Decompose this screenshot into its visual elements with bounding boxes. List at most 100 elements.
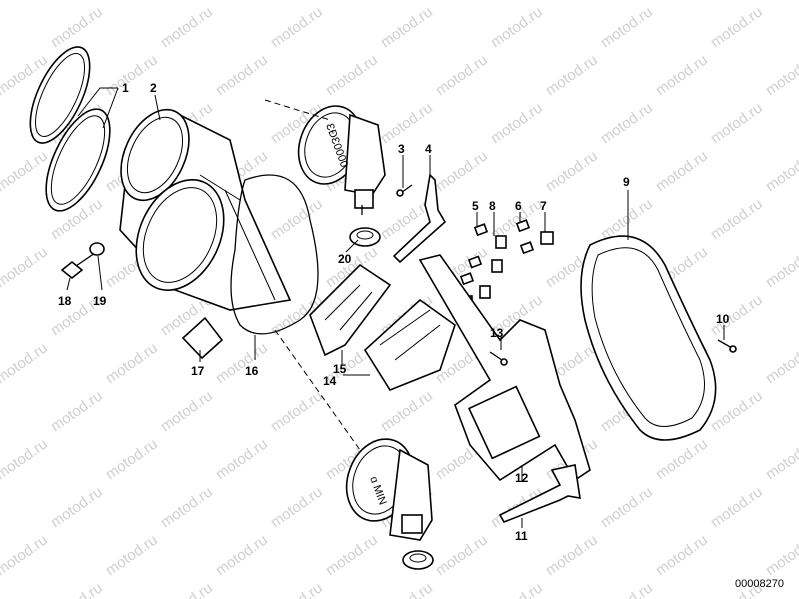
watermark-text: motod.ru: [598, 483, 656, 531]
watermark-text: motod.ru: [763, 0, 799, 3]
callout-18: 18: [58, 294, 72, 308]
callout-2: 2: [150, 81, 157, 95]
watermark-text: motod.ru: [653, 0, 711, 3]
watermark-text: motod.ru: [763, 339, 799, 387]
callout-7: 7: [540, 199, 547, 213]
leader-lines: [66, 87, 725, 528]
watermark-text: motod.ru: [653, 435, 711, 483]
watermark-text: motod.ru: [763, 531, 799, 579]
part-13-screw: [489, 351, 508, 366]
watermark-text: motod.ru: [213, 531, 271, 579]
watermark-text: motod.ru: [763, 243, 799, 291]
watermark-text: motod.ru: [213, 51, 271, 99]
callout-10: 10: [716, 312, 730, 326]
watermark-text: motod.ru: [0, 0, 51, 3]
watermark-text: motod.ru: [378, 3, 436, 51]
part-1-ring-gaskets: [29, 46, 111, 212]
watermark-text: motod.ru: [48, 3, 106, 51]
watermark-text: motod.ru: [103, 531, 161, 579]
watermark-text: motod.ru: [488, 99, 546, 147]
watermark-text: motod.ru: [323, 531, 381, 579]
part-2-instrument-housing: [119, 108, 292, 311]
watermark-text: motod.ru: [0, 147, 51, 195]
watermark-text: motod.ru: [0, 435, 51, 483]
watermark-text: motod.ru: [433, 0, 491, 3]
watermark-text: motod.ru: [268, 579, 326, 599]
watermark-text: motod.ru: [488, 579, 546, 599]
watermark-text: motod.ru: [158, 3, 216, 51]
part-17-plate: [181, 316, 224, 360]
watermark-text: motod.ru: [598, 99, 656, 147]
callout-labels: 1 2 3 4 5 6 7 8 9 10 11 12 13 14 15 16 1…: [58, 81, 730, 543]
watermark-text: motod.ru: [543, 147, 601, 195]
watermark-text: motod.ru: [653, 51, 711, 99]
watermark-text: motod.ru: [323, 51, 381, 99]
part-20-nut: [349, 227, 434, 570]
watermark-text: motod.ru: [158, 387, 216, 435]
watermark-text: motod.ru: [763, 147, 799, 195]
callout-11: 11: [515, 529, 528, 543]
watermark-text: motod.ru: [268, 3, 326, 51]
watermark-text: motod.ru: [268, 387, 326, 435]
part-15-frame: [309, 263, 392, 357]
watermark-text: motod.ru: [433, 531, 491, 579]
part-3-screw: [396, 184, 413, 197]
watermark-text: motod.ru: [103, 339, 161, 387]
watermark-text: motod.ru: [543, 531, 601, 579]
watermark-text: motod.ru: [708, 99, 766, 147]
lower-gauge: ɑ MIN: [345, 438, 433, 541]
part-18-bolt: [60, 252, 96, 280]
watermark-text: motod.ru: [213, 339, 271, 387]
watermark-text: motod.ru: [268, 483, 326, 531]
watermark-text: motod.ru: [653, 147, 711, 195]
callout-20: 20: [338, 252, 352, 266]
watermark-text: motod.ru: [158, 579, 216, 599]
callout-17: 17: [191, 364, 205, 378]
callout-6: 6: [515, 199, 522, 213]
watermark-text: motod.ru: [653, 531, 711, 579]
watermark-text: motod.ru: [213, 0, 271, 3]
assembly-reference-lines: [264, 99, 361, 451]
callout-5: 5: [472, 199, 479, 213]
watermark-text: motod.ru: [0, 339, 51, 387]
callout-19: 19: [93, 294, 107, 308]
watermark-text: motod.ru: [378, 387, 436, 435]
callout-9: 9: [623, 175, 630, 189]
watermark-text: motod.ru: [213, 435, 271, 483]
watermark-text: motod.ru: [543, 51, 601, 99]
watermark-text: motod.ru: [763, 435, 799, 483]
part-11-bracket: [498, 464, 581, 523]
part-19-washer: [89, 242, 105, 256]
watermark-text: motod.ru: [48, 579, 106, 599]
watermark-text: motod.ru: [48, 387, 106, 435]
callout-16: 16: [245, 364, 259, 378]
part-4-bracket: [392, 173, 447, 264]
part-10-screw: [717, 339, 737, 353]
watermark-text: motod.ru: [48, 483, 106, 531]
watermark-text: motod.ru: [708, 3, 766, 51]
watermark-text: motod.ru: [0, 243, 51, 291]
watermark-text: motod.ru: [708, 195, 766, 243]
watermark-text: motod.ru: [103, 435, 161, 483]
callout-13: 13: [490, 326, 504, 340]
watermark-text: motod.ru: [543, 0, 601, 3]
part-14-bulb-carrier: [363, 298, 456, 391]
watermark-text: motod.ru: [708, 483, 766, 531]
callout-14: 14: [323, 374, 337, 388]
part-12-printed-circuit: [418, 254, 591, 482]
watermark-text: motod.ru: [598, 579, 656, 599]
watermark-text: motod.ru: [378, 99, 436, 147]
watermark-text: motod.ru: [378, 579, 436, 599]
watermark-text: motod.ru: [103, 0, 161, 3]
watermark-text: motod.ru: [323, 0, 381, 3]
watermark-text: motod.ru: [433, 147, 491, 195]
watermark-text: motod.ru: [433, 51, 491, 99]
upper-gauge: ƐĐƐ0000: [297, 105, 386, 215]
watermark-text: motod.ru: [598, 3, 656, 51]
callout-12: 12: [515, 471, 529, 485]
callout-3: 3: [398, 142, 405, 156]
watermark-text: motod.ru: [763, 51, 799, 99]
callout-15: 15: [333, 362, 347, 376]
part-9-rear-cover: [580, 235, 717, 441]
